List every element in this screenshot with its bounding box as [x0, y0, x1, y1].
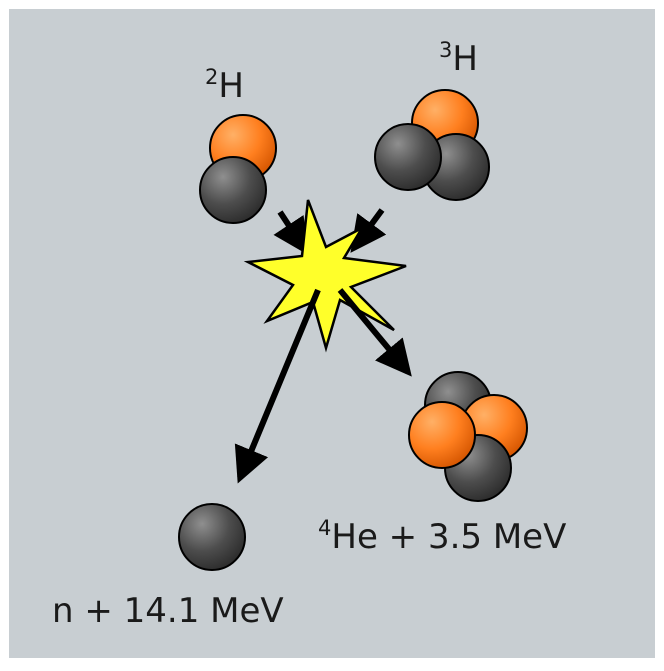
element-symbol: H: [452, 39, 478, 79]
fusion-flash: [243, 199, 407, 353]
helium-nucleus: [408, 371, 528, 502]
arrow-helium-out: [337, 288, 412, 377]
label-neutron: n + 14.1 MeV: [52, 591, 284, 631]
energy-release: + 14.1 MeV: [74, 591, 284, 631]
proton: [408, 401, 476, 469]
neutron: [374, 123, 442, 191]
label-tritium: 3H: [439, 38, 478, 79]
energy-release: + 3.5 MeV: [378, 517, 567, 557]
mass-number: 4: [318, 516, 331, 540]
arrow-deuterium-in: [273, 210, 309, 256]
element-symbol: H: [218, 66, 244, 106]
mass-number: 3: [439, 38, 452, 62]
mass-number: 2: [205, 65, 218, 89]
label-deuterium: 2H: [205, 65, 244, 106]
background-panel: [9, 9, 655, 658]
deuterium-nucleus: [199, 114, 277, 224]
free-neutron: [178, 503, 246, 571]
label-helium: 4He + 3.5 MeV: [318, 516, 566, 557]
element-symbol: He: [331, 517, 377, 557]
arrow-neutron-out: [234, 288, 321, 484]
neutron: [199, 156, 267, 224]
arrow-tritium-in: [350, 208, 387, 253]
particle-symbol: n: [52, 591, 74, 631]
tritium-nucleus: [374, 89, 490, 201]
